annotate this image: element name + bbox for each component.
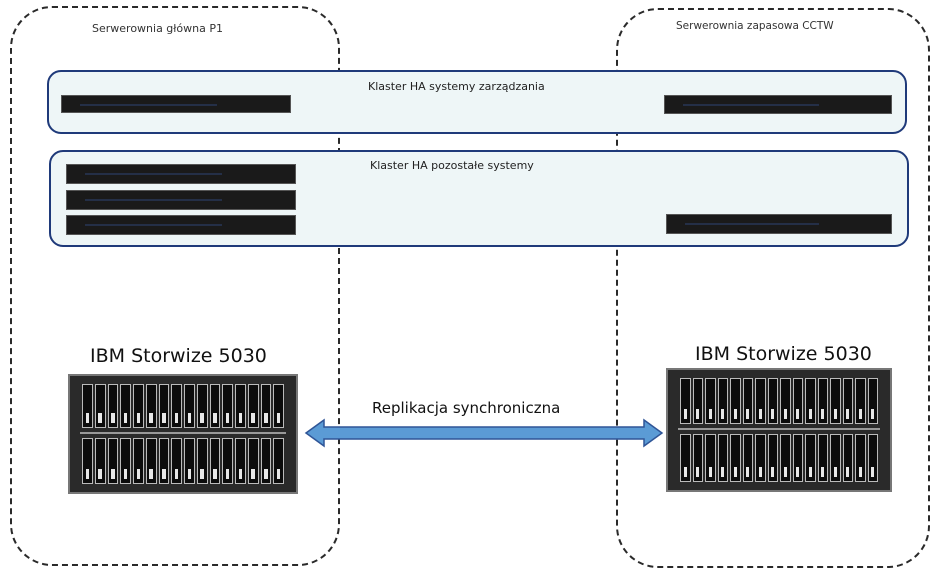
storage-shelf bbox=[678, 430, 880, 486]
cluster-management-title: Klaster HA systemy zarządzania bbox=[368, 80, 545, 93]
server-other-right-1 bbox=[666, 214, 892, 234]
server-mgmt-left bbox=[61, 95, 291, 113]
storage-shelf bbox=[678, 374, 880, 430]
storage-array-right bbox=[666, 368, 892, 492]
zone-backup-label: Serwerownia zapasowa CCTW bbox=[676, 20, 834, 32]
server-other-left-2 bbox=[66, 190, 296, 210]
storage-right-title: IBM Storwize 5030 bbox=[695, 343, 872, 365]
zone-main-label: Serwerownia główna P1 bbox=[92, 22, 223, 35]
server-mgmt-right bbox=[664, 95, 892, 114]
cluster-other-title: Klaster HA pozostałe systemy bbox=[370, 159, 534, 172]
storage-shelf bbox=[80, 380, 286, 434]
storage-left-title: IBM Storwize 5030 bbox=[90, 345, 267, 367]
storage-shelf bbox=[80, 434, 286, 488]
server-other-left-1 bbox=[66, 164, 296, 184]
replication-label: Replikacja synchroniczna bbox=[372, 399, 561, 417]
storage-array-left bbox=[68, 374, 298, 494]
server-other-left-3 bbox=[66, 215, 296, 235]
replication-double-arrow bbox=[304, 418, 664, 448]
